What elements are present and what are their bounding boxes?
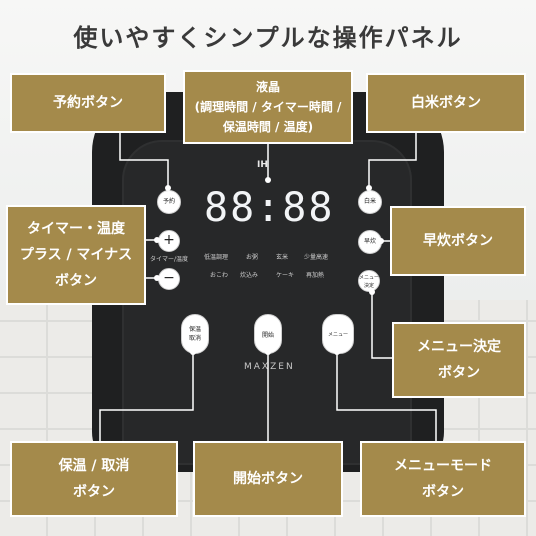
callout-menu-mode-line2: ボタン [422, 484, 464, 500]
menu-label-5: 炊込み [240, 272, 259, 279]
callout-lcd-line2: 保温時間 / 温度) [222, 120, 314, 134]
callout-reserve-text: 予約ボタン [53, 95, 123, 111]
menu-label-4: おこわ [210, 272, 229, 279]
callout-menu-mode-line1: メニューモード [394, 458, 492, 474]
callout-menu-mode: メニューモード ボタン [360, 441, 526, 517]
callout-menu-confirm: メニュー決定 ボタン [392, 322, 526, 398]
menu-label-3: 少量高速 [304, 254, 329, 261]
keep-warm-label: 保温 [188, 326, 201, 333]
menu-label-0: 低温調理 [204, 254, 229, 261]
menu-label-7: 再加熱 [306, 272, 325, 279]
menu-confirm-button[interactable]: メニュー決定 [358, 270, 380, 292]
callout-quick-cook-text: 早炊ボタン [423, 233, 493, 249]
callout-timer-line2: プラス / マイナス [19, 247, 133, 263]
cancel-label: 取消 [188, 335, 201, 342]
callout-keep-warm-line1: 保温 / 取消 [58, 458, 130, 474]
callout-reserve: 予約ボタン [10, 73, 166, 133]
lcd-digits: 88:88 [204, 185, 335, 231]
callout-lcd-line1: (調理時間 / タイマー時間 / [194, 100, 342, 114]
callout-menu-confirm-line1: メニュー決定 [417, 339, 501, 355]
callout-keep-warm: 保温 / 取消 ボタン [10, 441, 178, 517]
callout-lcd-title: 液晶 [255, 80, 280, 94]
page-title: 使いやすくシンプルな操作パネル [73, 24, 463, 52]
callout-quick-cook: 早炊ボタン [390, 206, 526, 276]
callout-menu-confirm-line2: ボタン [438, 365, 480, 381]
callout-white-rice-text: 白米ボタン [411, 95, 481, 111]
callout-lcd: 液晶 (調理時間 / タイマー時間 / 保温時間 / 温度) [183, 70, 353, 144]
menu-button[interactable]: メニュー [322, 314, 354, 354]
callout-timer-temp: タイマー・温度 プラス / マイナス ボタン [6, 205, 146, 305]
white-rice-button[interactable]: 白米 [358, 190, 382, 214]
callout-start: 開始ボタン [193, 441, 343, 517]
keep-warm-cancel-button[interactable]: 保温 取消 [181, 314, 209, 354]
menu-label-6: ケーキ [276, 272, 295, 279]
menu-label-1: お粥 [246, 254, 259, 261]
callout-keep-warm-line2: ボタン [73, 484, 115, 500]
lcd-display: 88:88 [204, 184, 332, 232]
ih-label: IH [257, 160, 268, 170]
quick-cook-button[interactable]: 早炊 [358, 230, 382, 254]
callout-start-text: 開始ボタン [233, 471, 303, 487]
callout-timer-line1: タイマー・温度 [27, 221, 125, 237]
menu-label-2: 玄米 [276, 254, 289, 261]
callout-white-rice: 白米ボタン [366, 73, 526, 133]
timer-temp-label: タイマー/温度 [150, 256, 189, 263]
callout-timer-line3: ボタン [55, 273, 97, 289]
